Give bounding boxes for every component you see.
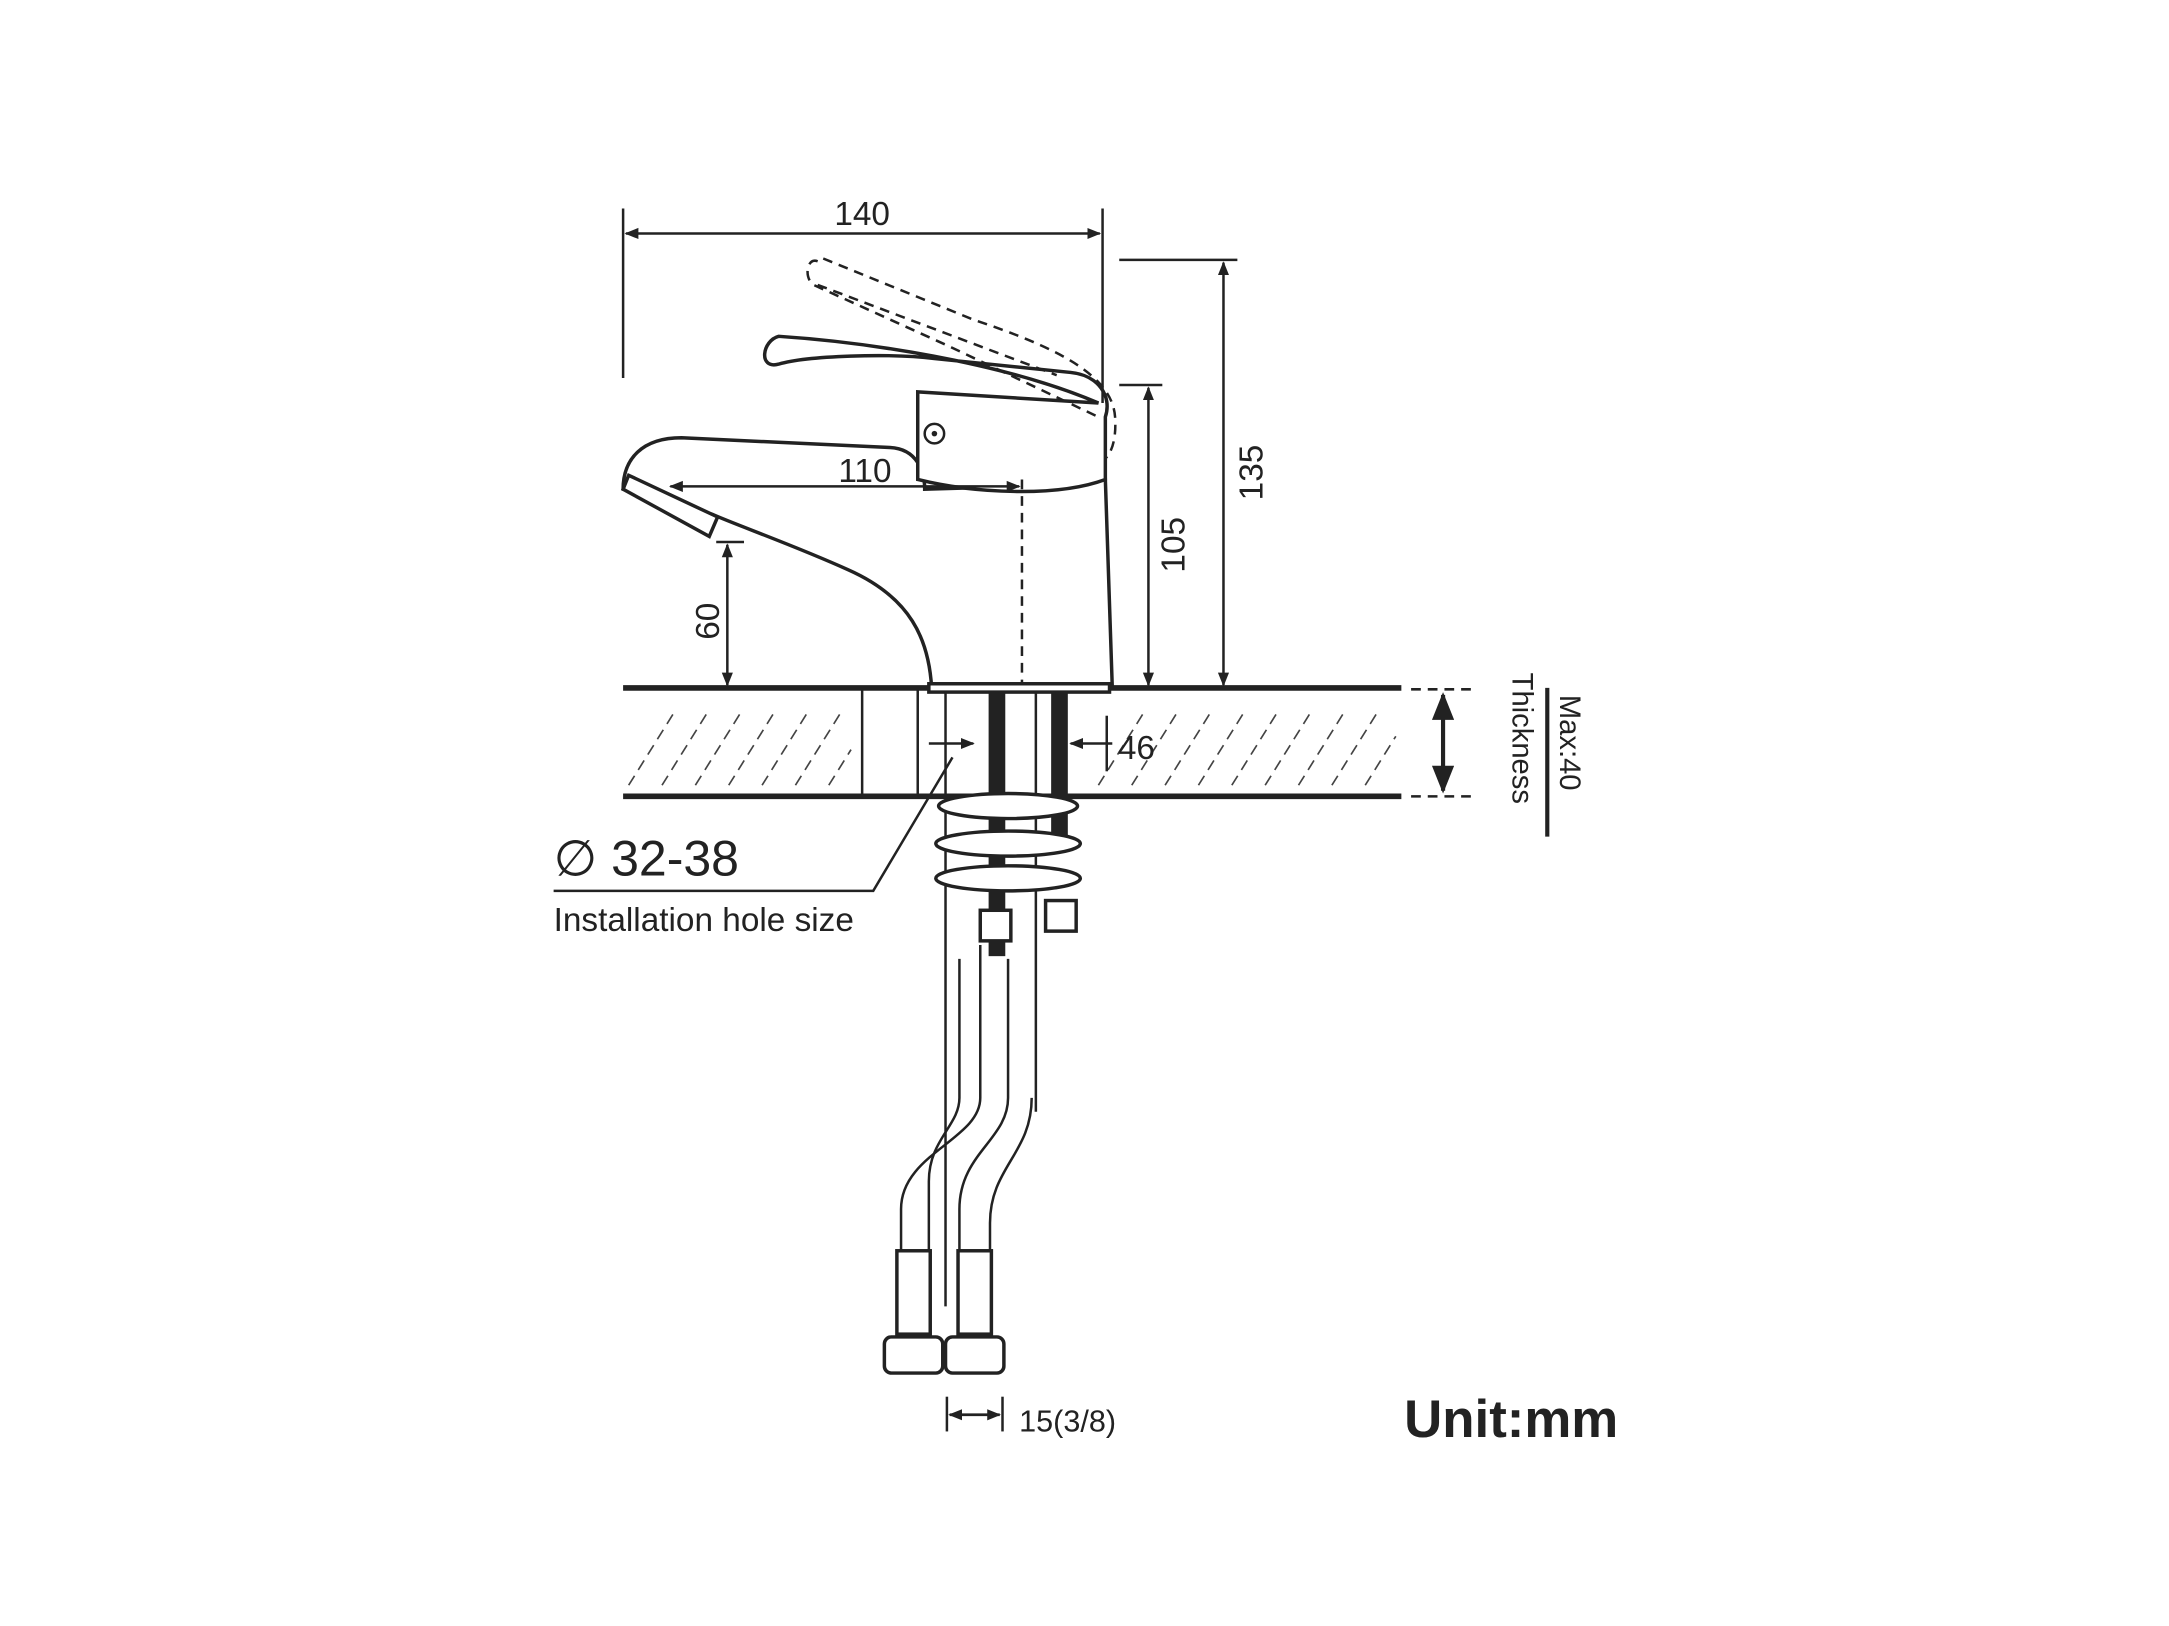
countertop [623,685,1402,800]
dimension-60-label: 60 [690,603,727,640]
installation-hole-callout: ∅ 32-38 Installation hole size [554,756,954,939]
hatch-line [1364,735,1397,786]
hatch-line [1131,709,1180,786]
mounting-hardware [934,692,1083,1307]
unit-label: Unit:mm [1404,1390,1618,1449]
supply-hoses [882,945,1033,1375]
thickness-max-label: Max:40 [1553,695,1585,791]
thickness-indicator: Thickness Max:40 [1411,673,1585,837]
hatch-line [728,709,777,786]
dimension-overall-height: 135 [1119,258,1270,687]
dimension-width: 140 [621,196,1104,404]
dimension-shank: 46 [928,715,1155,772]
dimension-105-label: 105 [1156,517,1193,573]
hatch-line [828,749,852,786]
hole-size-label: Installation hole size [554,902,854,939]
hatch-line [694,709,744,786]
hatch-line [761,709,811,786]
dimension-46-label: 46 [1118,730,1155,767]
hatch-line [1264,709,1314,786]
hatch-line [661,709,710,786]
dimension-135-label: 135 [1233,445,1270,501]
hatch-line [1331,709,1380,786]
hatch-line [627,709,677,786]
dimension-spout-height: 60 [690,540,745,687]
faucet-body [620,257,1117,694]
hatch-line [1197,709,1247,786]
hatch-line [1231,709,1280,786]
hatch-line [1097,709,1147,786]
hose-connector-label: 15(3/8) [1019,1404,1116,1438]
dimension-body-height: 105 [1119,383,1193,687]
dimension-spout-reach: 110 [668,453,1024,684]
dimension-hose-connector: 15(3/8) [945,1396,1116,1438]
thickness-label: Thickness [1506,673,1538,804]
dimension-110-label: 110 [838,453,891,490]
hatch-line [794,709,844,786]
hatch-line [1297,709,1347,786]
dimension-140-label: 140 [834,196,890,233]
hole-size-value: ∅ 32-38 [554,831,739,887]
hatch-line [1164,709,1214,786]
